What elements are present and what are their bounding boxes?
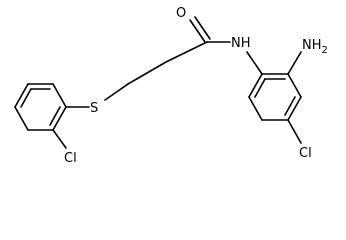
double-bond-inner	[254, 78, 266, 98]
bond	[287, 96, 302, 121]
bond-nitrogen-to-ring	[246, 51, 263, 75]
bond-to-amino	[287, 51, 302, 75]
double-bond-inner	[49, 106, 61, 126]
chlorophenyl-ring	[14, 83, 67, 131]
bond-to-chlorine-right	[287, 119, 302, 144]
aminochlorophenyl-ring	[248, 73, 302, 121]
double-bond-inner	[284, 96, 296, 116]
amino-group-text: NH	[302, 38, 322, 53]
sulfur-label: S	[90, 101, 98, 116]
chlorine-right-label: Cl	[299, 146, 312, 161]
bond-to-chlorine-left	[52, 129, 67, 149]
carbonyl-double-bond	[189, 19, 206, 43]
bond	[14, 83, 29, 108]
amino-group-label: NH2	[302, 38, 328, 56]
carbonyl-double-bond	[194, 16, 211, 40]
amide-nitrogen-label: NH	[231, 36, 251, 51]
bond	[248, 73, 263, 98]
double-bond-inner	[20, 88, 32, 108]
bond	[287, 73, 302, 98]
bond	[52, 106, 67, 131]
bond-chain-to-carbonyl	[165, 41, 208, 63]
bond	[52, 83, 67, 108]
bond-sulfur-to-chain	[104, 83, 129, 101]
bond	[248, 96, 263, 121]
bond-chain	[127, 61, 167, 85]
bond	[14, 106, 29, 131]
chlorine-left-label: Cl	[64, 151, 77, 166]
chemical-structure-diagram: O NH NH2 S Cl Cl	[14, 6, 328, 166]
amino-subscript: 2	[322, 45, 328, 56]
oxygen-label: O	[176, 6, 186, 21]
